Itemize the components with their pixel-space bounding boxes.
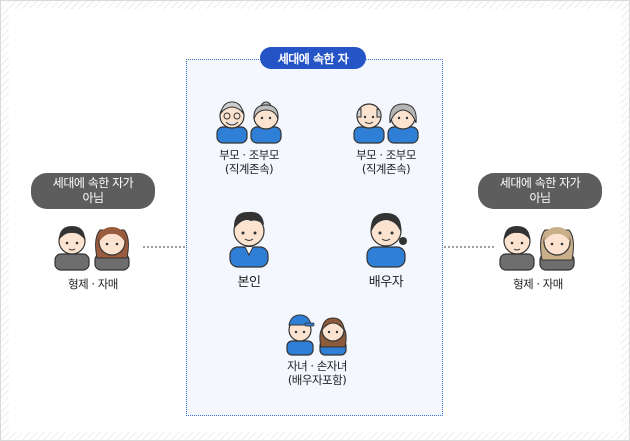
grandparents-right-icon [353, 103, 419, 144]
children-label-line1: 자녀 · 손자녀 [287, 359, 347, 373]
spouse-label: 배우자 [368, 275, 404, 290]
self-label: 본인 [237, 275, 261, 290]
siblings-right-icon [499, 226, 575, 271]
parents-left-label-line1: 부모 · 조부모 [219, 148, 279, 162]
grandparents-left-icon [216, 101, 282, 144]
parents-left-label-line2: (직계존속) [224, 162, 274, 176]
siblings-left-label: 형제 · 자매 [68, 277, 118, 291]
parents-right-label-line2: (직계존속) [361, 162, 411, 176]
siblings-right-label: 형제 · 자매 [513, 277, 563, 291]
non-household-tag-left-line2: 아님 [82, 191, 104, 205]
children-icon [286, 314, 347, 356]
children-label: 자녀 · 손자녀 (배우자포함) [277, 359, 357, 387]
siblings-left-icon [54, 226, 130, 271]
non-household-tag-right: 세대에 속한 자가 아님 [478, 173, 602, 209]
household-tag: 세대에 속한 자 [260, 47, 366, 69]
spouse-person-icon [366, 213, 407, 268]
non-household-tag-right-line1: 세대에 속한 자가 [499, 176, 581, 190]
children-label-line2: (배우자포함) [287, 373, 347, 387]
self-person-icon [229, 211, 269, 268]
non-household-tag-left: 세대에 속한 자가 아님 [31, 173, 155, 209]
parents-left-label: 부모 · 조부모 (직계존속) [209, 148, 289, 176]
non-household-tag-left-line1: 세대에 속한 자가 [52, 176, 134, 190]
parents-right-label-line1: 부모 · 조부모 [356, 148, 416, 162]
non-household-tag-right-line2: 아님 [529, 191, 551, 205]
parents-right-label: 부모 · 조부모 (직계존속) [346, 148, 426, 176]
